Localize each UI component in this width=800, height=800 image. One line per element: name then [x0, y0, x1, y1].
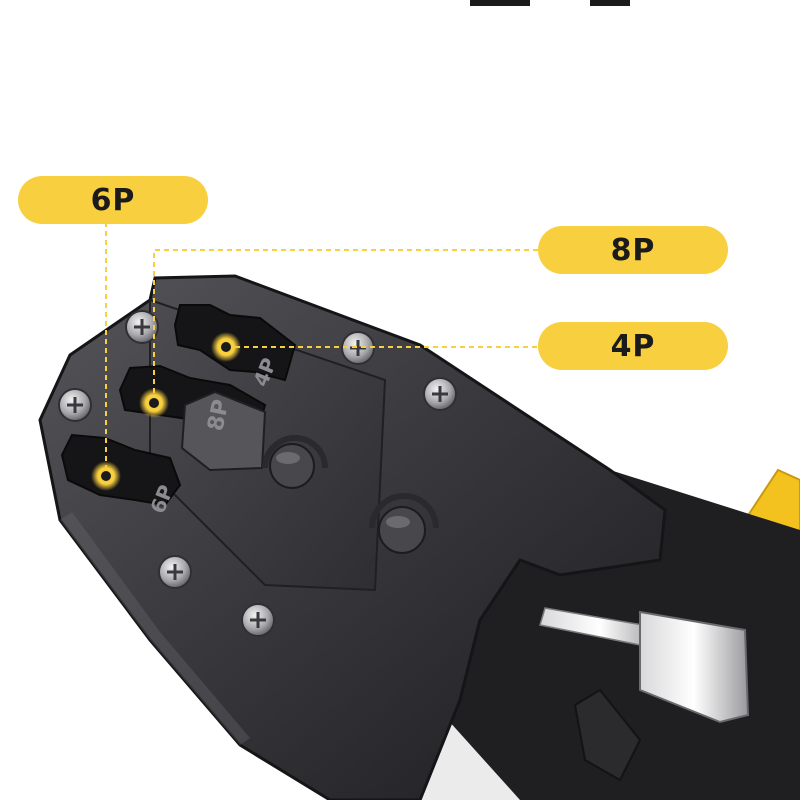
rivet-lower — [369, 493, 439, 554]
callout-8p: 8P — [538, 226, 728, 274]
callout-4p: 4P — [538, 322, 728, 370]
screw-1 — [125, 310, 159, 344]
stripper-block — [639, 610, 750, 724]
screw-6 — [241, 603, 275, 637]
marker-dot-8p-center — [149, 398, 159, 408]
screw-2 — [58, 388, 92, 422]
rivet-upper — [262, 435, 328, 489]
marker-dot-6p-center — [101, 471, 111, 481]
leader-line-8p — [153, 249, 538, 402]
edge-highlight — [60, 512, 250, 745]
cropped-heading-fragment — [470, 0, 530, 6]
die-cavity-6p — [60, 433, 182, 507]
screw-5 — [158, 555, 192, 589]
screw-4 — [423, 377, 457, 411]
callout-6p: 6P — [18, 176, 208, 224]
cropped-heading-fragment-2 — [590, 0, 630, 6]
lower-lever — [573, 688, 642, 782]
marker-dot-4p-center — [221, 342, 231, 352]
screw-3 — [341, 331, 375, 365]
